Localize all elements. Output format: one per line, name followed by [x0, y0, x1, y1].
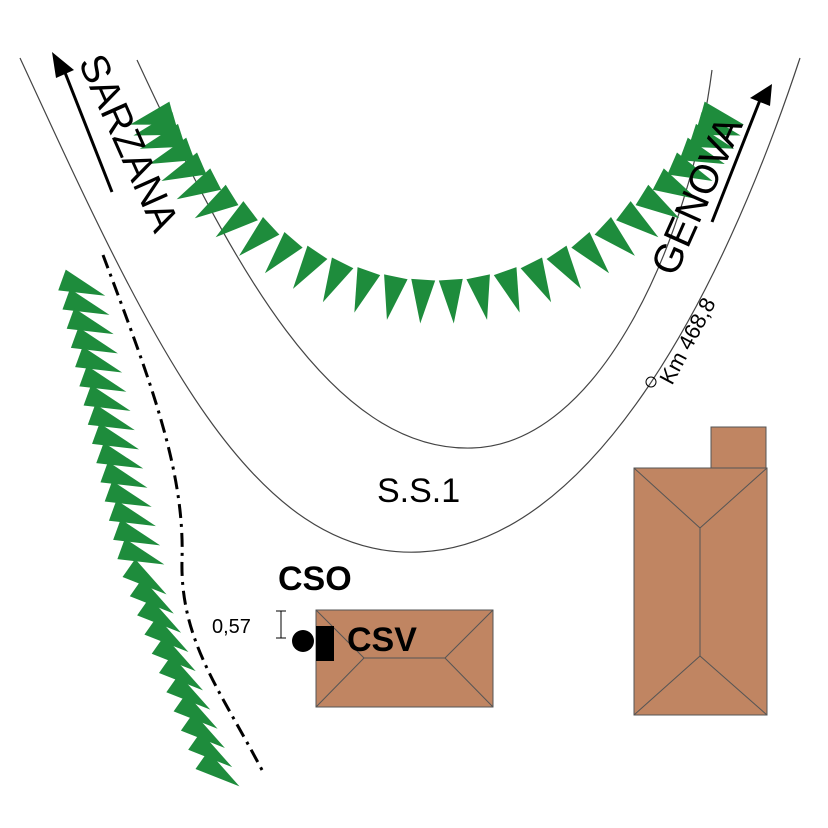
tree-icon — [354, 267, 381, 313]
road-outer-edge — [19, 57, 801, 553]
tree-icon — [188, 731, 233, 768]
tree-icon — [635, 184, 680, 219]
tree-icon — [215, 201, 258, 238]
tree-icon — [161, 152, 207, 182]
cso-marker-icon — [292, 630, 314, 652]
tree-icon — [384, 274, 408, 320]
tree-icon — [546, 245, 582, 289]
vegetation-row-top — [130, 101, 744, 324]
tree-icon — [133, 111, 179, 136]
tree-icon — [151, 635, 196, 672]
tree-icon — [180, 712, 225, 748]
csv-label: CSV — [347, 621, 417, 659]
tree-icon — [292, 245, 328, 289]
tree-icon — [520, 257, 552, 303]
tree-icon — [594, 217, 635, 256]
cso-label: CSO — [278, 560, 352, 598]
vegetation-row-left — [58, 269, 240, 787]
building-large — [633, 426, 768, 716]
tree-icon — [438, 278, 463, 324]
road-name-label: S.S.1 — [377, 472, 460, 510]
tree-icon — [176, 168, 222, 200]
tree-icon — [264, 232, 303, 274]
tree-icon — [173, 693, 218, 729]
tree-icon — [58, 269, 106, 296]
offset-label: 0,57 — [212, 616, 251, 638]
building-csv — [315, 609, 494, 708]
tree-icon — [117, 538, 165, 565]
arrow-genova — [710, 84, 772, 223]
arrow-sarzana — [52, 52, 114, 193]
offset-dimension — [276, 610, 286, 639]
tree-icon — [195, 750, 240, 787]
tree-icon — [149, 137, 195, 165]
tree-icon — [493, 267, 520, 313]
tree-icon — [652, 168, 698, 200]
tree-icon — [122, 558, 167, 595]
tree-icon — [166, 674, 211, 710]
arrow-genova-head-icon — [750, 84, 772, 106]
tree-icon — [698, 101, 744, 125]
boundary-dashdot-line — [101, 254, 264, 771]
csv-marker-icon — [316, 626, 334, 661]
tree-icon — [411, 278, 436, 324]
tree-icon — [571, 232, 610, 274]
km-marker-label: Km 468,8 — [654, 293, 720, 388]
arrow-sarzana-head-icon — [52, 52, 74, 78]
tree-icon — [139, 123, 186, 149]
tree-icon — [194, 184, 239, 219]
tree-icon — [667, 152, 713, 182]
tree-icon — [129, 578, 174, 614]
km-marker-icon — [645, 376, 657, 388]
tree-icon — [144, 616, 189, 652]
tree-icon — [137, 597, 182, 633]
tree-icon — [159, 654, 204, 691]
road-inner-edge — [136, 59, 713, 449]
tree-icon — [466, 274, 490, 320]
tree-icon — [239, 217, 280, 256]
road-ss1 — [19, 57, 801, 553]
tree-icon — [616, 201, 659, 238]
tree-icon — [322, 257, 354, 303]
